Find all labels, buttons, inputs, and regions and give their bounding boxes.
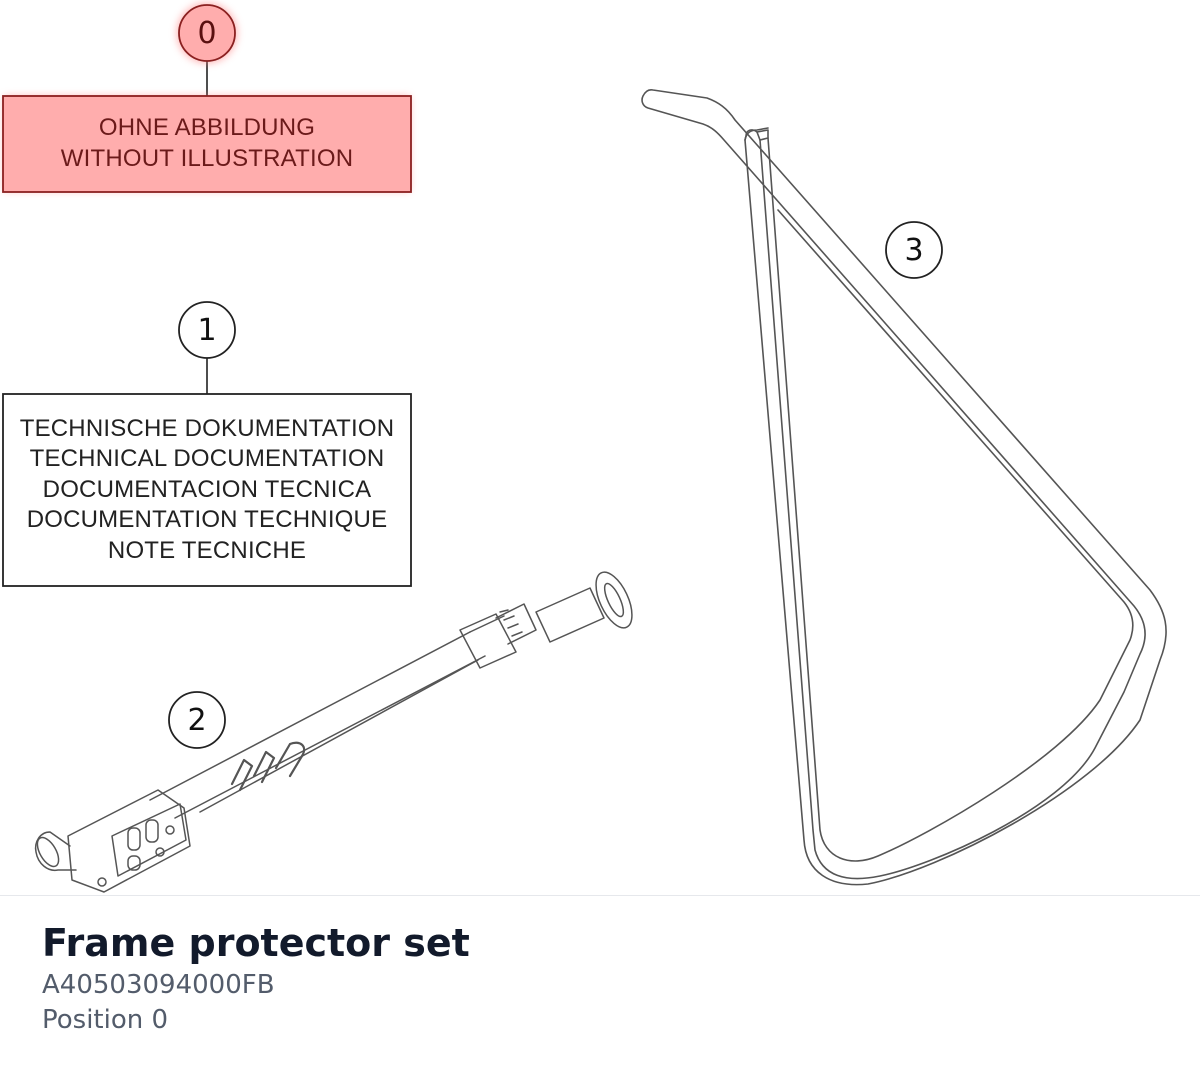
- badge-1-number[interactable]: 1: [197, 312, 217, 348]
- callout-1-line: DOCUMENTATION TECHNIQUE: [26, 506, 388, 534]
- diagram-canvas: [2, 3, 1167, 893]
- part-info: Frame protector set A40503094000FB Posit…: [42, 918, 470, 1038]
- part-position: Position 0: [42, 1005, 169, 1035]
- exploded-diagram: 0 1 2 3 OHNE ABBILDUNG WITHOUT ILLUSTRAT…: [2, 3, 1167, 893]
- callout-1-line: DOCUMENTACION TECNICA: [42, 475, 372, 503]
- badge-0-circle[interactable]: [178, 4, 236, 62]
- part-title: Frame protector set: [42, 921, 470, 965]
- callout-0-line: WITHOUT ILLUSTRATION: [60, 144, 354, 172]
- part-number: A40503094000FB: [42, 970, 275, 1000]
- callout-0-text: OHNE ABBILDUNG WITHOUT ILLUSTRATION: [4, 96, 410, 191]
- pump-drawing[interactable]: [33, 567, 639, 893]
- badge-2-number[interactable]: 2: [187, 702, 207, 738]
- callout-1-line: NOTE TECNICHE: [107, 536, 307, 564]
- badge-1-circle[interactable]: [178, 301, 236, 359]
- badge-0-number[interactable]: 0: [197, 15, 217, 51]
- callout-1-box[interactable]: [2, 393, 412, 587]
- callout-1-line: TECHNISCHE DOKUMENTATION: [19, 414, 395, 442]
- divider: [0, 895, 1200, 896]
- callout-1-line: TECHNICAL DOCUMENTATION: [29, 445, 385, 473]
- side-stand-drawing[interactable]: [641, 89, 1167, 886]
- badge-2-circle[interactable]: [168, 691, 226, 749]
- callout-0-line: OHNE ABBILDUNG: [98, 114, 316, 141]
- badge-3-circle[interactable]: [885, 221, 943, 279]
- badge-3-number[interactable]: 3: [904, 232, 924, 268]
- callout-0-box[interactable]: [2, 95, 412, 193]
- callout-1-text: TECHNISCHE DOKUMENTATION TECHNICAL DOCUM…: [4, 395, 410, 585]
